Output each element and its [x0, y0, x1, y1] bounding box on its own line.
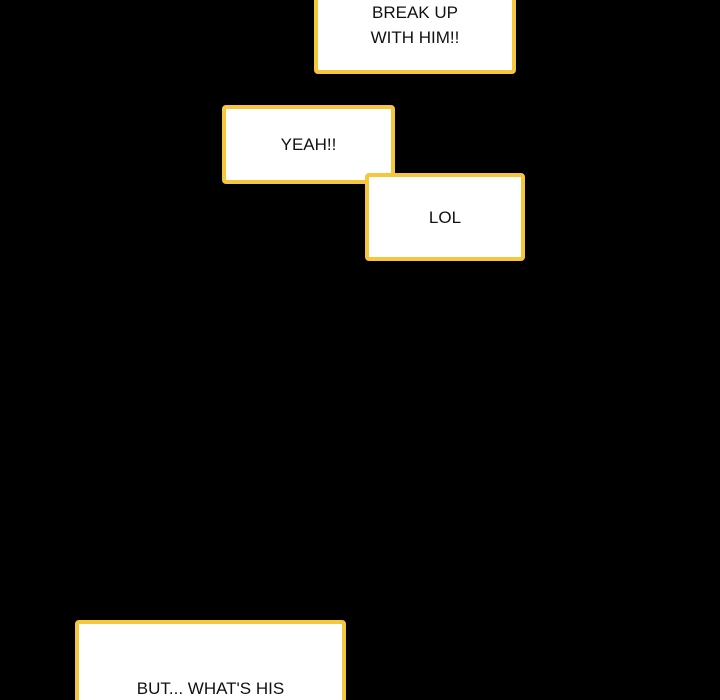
speech-bubble-yeah: YEAH!!: [222, 105, 395, 184]
speech-bubble-whats-his: BUT... WHAT'S HIS: [75, 620, 346, 700]
bubble-text-line: LOL: [428, 207, 462, 227]
speech-bubble-lol: LOL: [365, 173, 525, 261]
bubble-text-line: BREAK UP: [372, 3, 458, 22]
bubble-text-line: YEAH!!: [280, 135, 337, 154]
bubble-text-line: WITH HIM!!: [370, 28, 460, 47]
bubble-text-line: BUT... WHAT'S HIS: [136, 679, 285, 698]
speech-bubble-break-up: BREAK UP WITH HIM!!: [314, 0, 516, 74]
